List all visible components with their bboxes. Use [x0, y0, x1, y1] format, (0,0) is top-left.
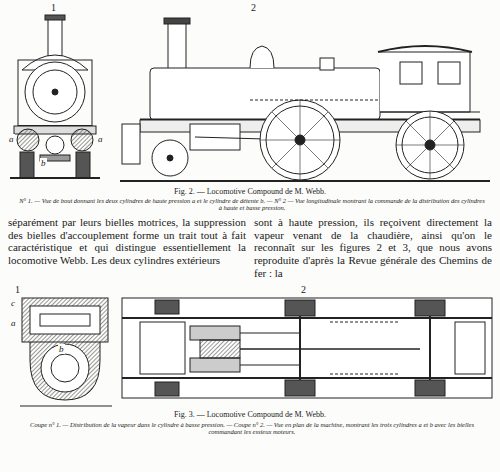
figure-number: 1 [14, 284, 21, 296]
part-letter: a [97, 134, 104, 144]
body-text: séparément par leurs bielles motrices, l… [8, 216, 246, 267]
figure-legend: N° 1. — Vue de bout donnant les deux cyl… [18, 197, 486, 212]
body-text: sont à haute pression, ils reçoivent dir… [254, 216, 492, 279]
figure-number: 2 [250, 2, 257, 14]
part-letter: c [10, 298, 16, 308]
figure-legend: Coupe n° 1. — Distribution de la vapeur … [18, 421, 486, 436]
front-view [10, 15, 100, 178]
part-letter: b [40, 158, 47, 168]
side-view [120, 18, 490, 181]
cylinder-section [20, 298, 112, 406]
figure-caption: Fig. 3. — Locomotive Compound de M. Webb… [10, 410, 490, 419]
part-letter: a [10, 318, 17, 328]
figure-number: 2 [300, 284, 307, 296]
part-letter: b [58, 344, 65, 354]
part-letter: a [8, 134, 15, 144]
plan-view [122, 298, 492, 398]
figure-number: 1 [50, 2, 57, 14]
figure-caption: Fig. 2. — Locomotive Compound de M. Webb… [10, 187, 490, 196]
